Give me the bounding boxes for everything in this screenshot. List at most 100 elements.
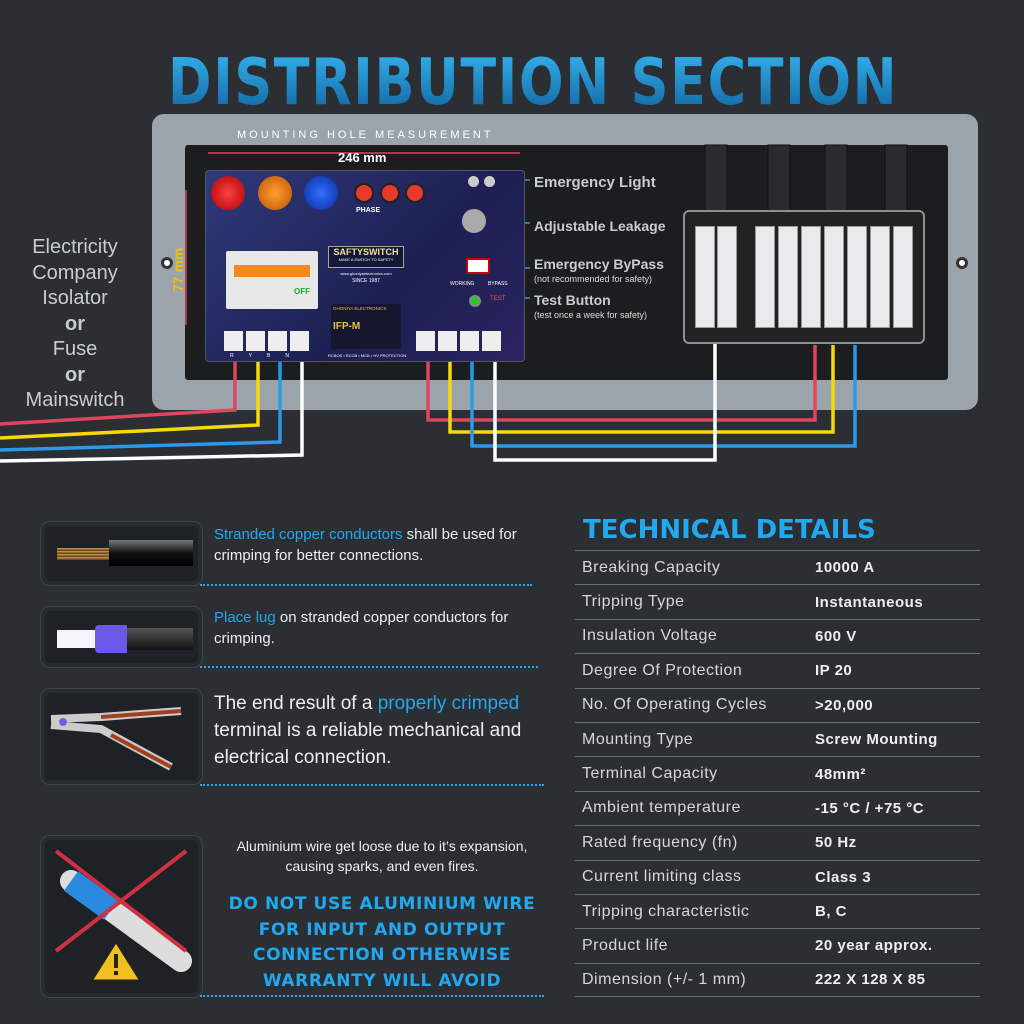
spec-label: Tripping characteristic (582, 902, 750, 920)
model-label: IFP-M (333, 321, 361, 332)
aluminium-note: Aluminium wire get loose due to it’s exp… (236, 838, 528, 874)
blue-lamp (304, 176, 338, 210)
tip-highlight: properly crimped (377, 693, 520, 714)
mcb-pole[interactable] (755, 226, 775, 328)
spec-row: Ambient temperature-15 °C / +75 °C (575, 790, 980, 825)
safety-switch-device: PHASE WORKING BYPASS TEST OFF SAFTYSWITC… (205, 170, 525, 362)
spec-value: 10000 A (815, 559, 875, 577)
tip-crimped: The end result of a properly crimped ter… (214, 690, 549, 771)
callout-emergency-light: Emergency Light (534, 174, 656, 191)
wire-yellow (0, 362, 260, 440)
page-title: DISTRIBUTION SECTION (168, 46, 899, 120)
cross-icon (54, 849, 188, 953)
spec-label: Degree Of Protection (582, 661, 743, 679)
mcb-pole[interactable] (824, 226, 844, 328)
mcb-pole[interactable] (801, 226, 821, 328)
emergency-light-1 (468, 176, 479, 187)
spec-value: 50 Hz (815, 834, 857, 852)
spec-label: Breaking Capacity (582, 558, 721, 576)
phase-button-b[interactable] (405, 183, 425, 203)
mounting-hole-left (161, 257, 173, 269)
amber-lamp (258, 176, 292, 210)
main-breaker-pole[interactable] (695, 226, 715, 328)
spec-value: 600 V (815, 627, 857, 645)
copper-strands (57, 548, 109, 560)
mcb-handles (234, 265, 310, 277)
output-terminals (416, 331, 501, 351)
mcb-pole[interactable] (778, 226, 798, 328)
tip-lug: Place lug on stranded copper conductors … (214, 607, 544, 649)
crimping-tool-icon (50, 707, 182, 771)
aluminium-wire-warning-image (40, 835, 203, 998)
phase-button-r[interactable] (354, 183, 374, 203)
terminal (268, 331, 287, 351)
tip-text: The end result of a (214, 693, 378, 714)
source-line: Electricity (32, 236, 118, 258)
source-line: Company (32, 261, 118, 284)
mcb-pole[interactable] (847, 226, 867, 328)
wire-white (0, 362, 304, 463)
wire-out-yellow (448, 345, 835, 434)
tip-stranded: Stranded copper conductors shall be used… (214, 524, 544, 566)
width-label: 246 mm (338, 150, 387, 165)
lug-pin (57, 630, 95, 648)
terminal (438, 331, 457, 351)
technical-details-title: TECHNICAL DETAILS (583, 515, 876, 545)
spec-value: B, C (815, 903, 847, 921)
off-label: OFF (294, 287, 310, 296)
wire-out-red (426, 345, 817, 422)
terminal (416, 331, 435, 351)
height-label: 77 mm (170, 247, 186, 292)
terminal-label: B (266, 353, 271, 359)
spec-label: Product life (582, 936, 669, 954)
phase-button-y[interactable] (380, 183, 400, 203)
mcb-pole[interactable] (870, 226, 890, 328)
phase-label: PHASE (356, 207, 381, 214)
emergency-light-2 (484, 176, 495, 187)
wire-insulation (127, 628, 193, 650)
test-button[interactable] (469, 295, 481, 307)
stranded-wire-image (40, 521, 203, 586)
leakage-knob[interactable] (462, 209, 486, 233)
bypass-switch[interactable] (466, 258, 490, 274)
spec-row: No. Of Operating Cycles>20,000 (575, 687, 980, 722)
mcb-pole[interactable] (893, 226, 913, 328)
device-footer: RCBOS • RCCB • MCB • HV PROTECTION (328, 353, 407, 358)
wire-blue (0, 362, 282, 452)
tip-highlight: Stranded copper conductors (214, 526, 403, 543)
main-breaker-pole[interactable] (717, 226, 737, 328)
mcb-switch[interactable]: OFF (226, 251, 318, 309)
spec-value: Instantaneous (815, 593, 924, 611)
terminal (460, 331, 479, 351)
crimping-tool-image (40, 688, 203, 785)
terminal (224, 331, 243, 351)
wire-insulation (109, 540, 193, 566)
source-line: or (65, 363, 85, 386)
wire-red (0, 362, 237, 426)
brand-tagline: MAKE A SWITCH TO SAFETY (338, 257, 394, 262)
callout-emergency-bypass: Emergency ByPass (534, 256, 664, 272)
spec-value: 20 year approx. (815, 937, 933, 955)
wire-lug-image (40, 606, 203, 668)
spec-label: Rated frequency (fn) (582, 833, 738, 851)
spec-label: Terminal Capacity (582, 765, 718, 783)
warning-icon (88, 938, 144, 983)
spec-row: Dimension (+/- 1 mm)222 X 128 X 85 (575, 962, 980, 998)
aluminium-wire-icon (54, 849, 192, 983)
source-label: Electricity Company Isolator or Fuse or … (0, 235, 150, 414)
spec-value: >20,000 (815, 696, 874, 714)
since-label: SINCE 1987 (352, 278, 380, 284)
working-label: WORKING (450, 281, 475, 287)
spec-value: Class 3 (815, 868, 872, 886)
spec-row: Product life 20 year approx. (575, 928, 980, 962)
source-line: Mainswitch (25, 389, 125, 411)
terminal-label: R (230, 353, 234, 359)
bypass-note: (not recommended for safety) (534, 274, 653, 284)
callout-adjustable-leakage: Adjustable Leakage (534, 218, 666, 234)
